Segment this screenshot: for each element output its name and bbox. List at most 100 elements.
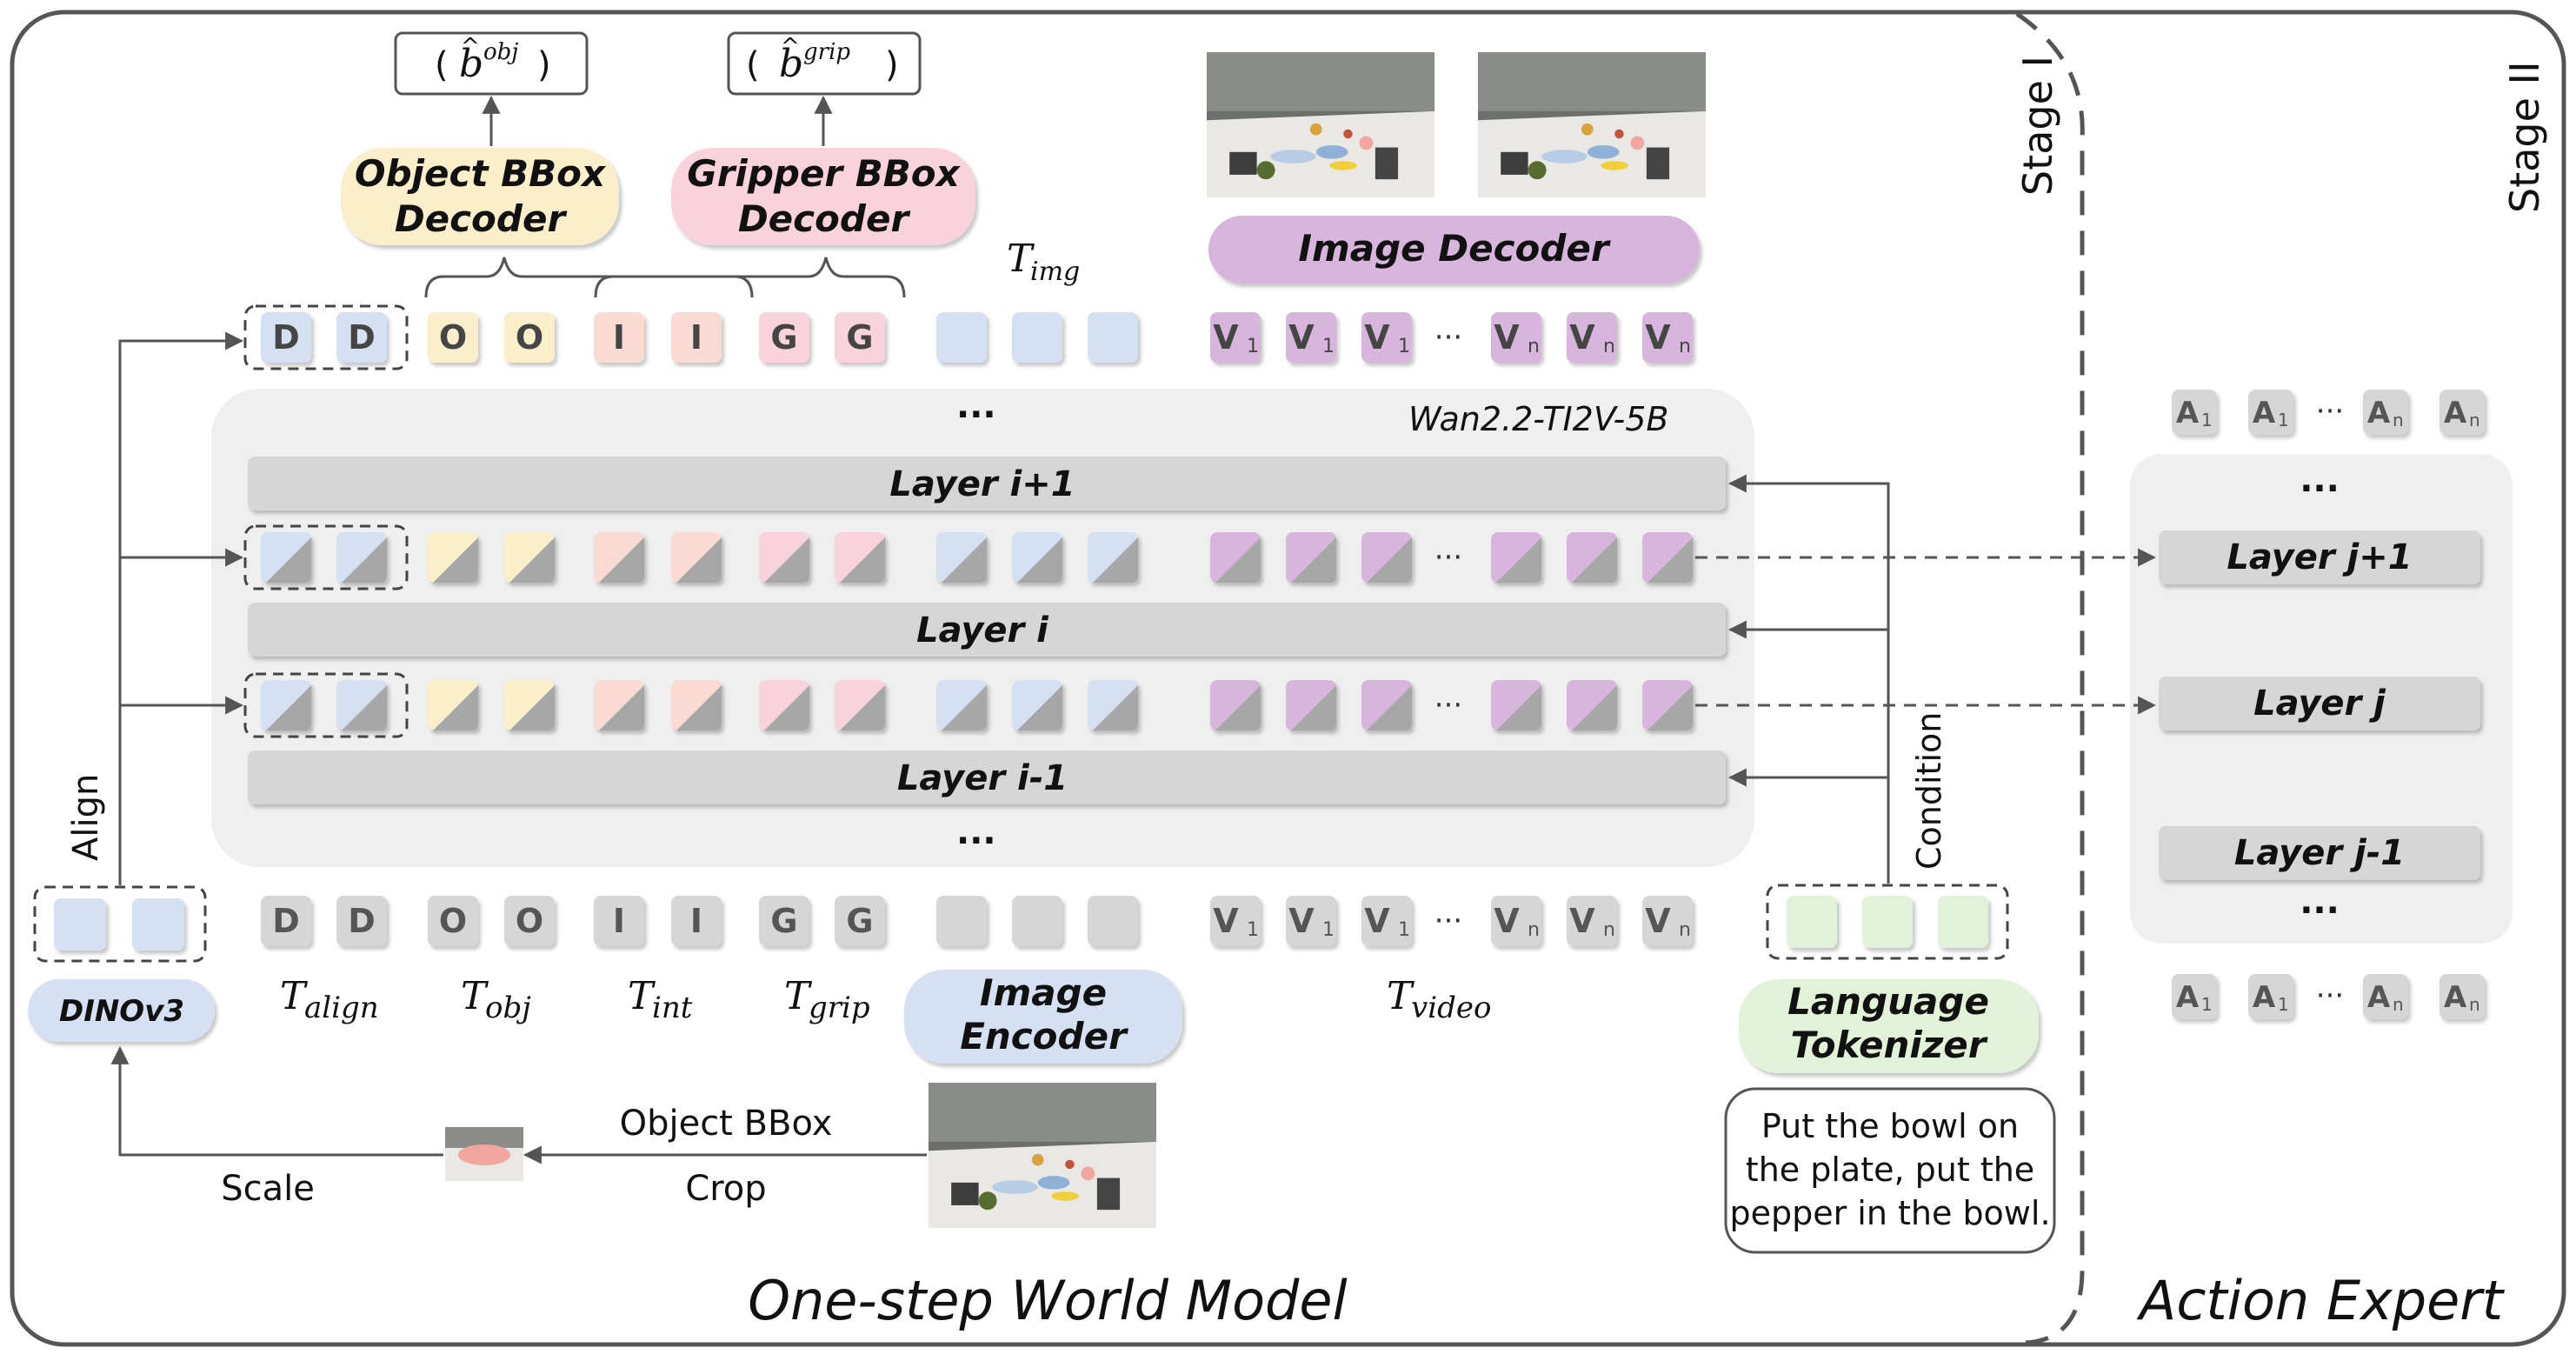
row-mid2-token-2 xyxy=(336,680,387,731)
layer-bar-mid xyxy=(248,603,1726,657)
row-top-token-1-label: D xyxy=(272,318,300,357)
row-mid1-token-9 xyxy=(936,532,987,583)
layer-top-label: Layer i+1 xyxy=(889,464,1075,504)
row-top-token-2-label: D xyxy=(348,318,376,357)
row-top-token-7: G xyxy=(759,312,809,363)
row-mid1-token-17 xyxy=(1642,532,1693,583)
layer-bar-bot xyxy=(248,751,1726,804)
action-expert-title: Action Expert xyxy=(2136,1269,2506,1332)
action-row-bot-token-1-label: A xyxy=(2176,980,2200,1015)
action-row-top-token-1-subscript: 1 xyxy=(2201,410,2213,430)
instruction-line-3: pepper in the bowl. xyxy=(1729,1194,2050,1232)
row-mid1-token-14 xyxy=(1361,532,1412,583)
svg-text:obj: obj xyxy=(485,991,531,1025)
row-bot-token-4: O xyxy=(504,896,555,946)
condition-arrow-label: Condition xyxy=(1910,712,1948,870)
gripper-bbox-decoder xyxy=(671,148,975,245)
row-top-token-15-label: V xyxy=(1494,318,1520,357)
decoded-frame-2 xyxy=(1478,52,1706,197)
action-row-top-ellipsis: ··· xyxy=(2316,394,2344,429)
row-mid2-token-5 xyxy=(594,680,644,731)
row-mid2-token-3 xyxy=(428,680,478,731)
row-bot-ellipsis: ··· xyxy=(1434,904,1462,938)
row-bot-token-1: D xyxy=(261,896,311,946)
row-top-token-6-label: I xyxy=(690,318,702,357)
row-bot-token-16-subscript: n xyxy=(1603,919,1615,941)
row-bot-token-1-label: D xyxy=(272,902,300,940)
row-mid1-token-6 xyxy=(671,532,722,583)
action-layer-mid-label: Layer j xyxy=(2253,684,2386,724)
action-layer-bot-label: Layer j-1 xyxy=(2234,833,2405,873)
row-mid1-token-1 xyxy=(261,532,311,583)
row-mid1-token-4 xyxy=(504,532,555,583)
action-row-top-token-3-label: A xyxy=(2367,396,2391,430)
instruction-box xyxy=(1724,1087,2056,1254)
row-bot-token-13-subscript: 1 xyxy=(1322,919,1335,941)
object-bbox-decoder-line1: Object BBox xyxy=(355,152,607,195)
row-bot-token-5: I xyxy=(594,896,644,946)
row-bot-token-3: O xyxy=(428,896,478,946)
dino-label: DINOv3 xyxy=(59,994,184,1029)
svg-text:grip: grip xyxy=(803,39,850,65)
row-bot-token-6: I xyxy=(671,896,722,946)
row-bot-token-12-label: V xyxy=(1213,902,1239,940)
svg-text:T: T xyxy=(1387,974,1415,1018)
stage-divider xyxy=(2015,11,2085,1345)
decoded-frame-1 xyxy=(1207,52,1434,197)
world-model-title: One-step World Model xyxy=(748,1269,1348,1332)
scale-arrow-label: Scale xyxy=(221,1169,315,1209)
object-bbox-arrow-label: Object BBox xyxy=(620,1104,833,1144)
row-mid1-token-15 xyxy=(1491,532,1541,583)
row-top-token-4-label: O xyxy=(516,318,543,357)
language-token-1 xyxy=(1787,896,1837,948)
image-encoder xyxy=(904,970,1182,1064)
row-bot-token-14-label: V xyxy=(1364,902,1390,940)
object-bbox-output xyxy=(394,31,589,96)
svg-text:align: align xyxy=(304,991,379,1025)
svg-text:b: b xyxy=(459,42,483,86)
svg-text:obj: obj xyxy=(483,39,518,65)
row-mid2-token-15 xyxy=(1491,680,1541,731)
action-row-bot-token-3-subscript: n xyxy=(2393,994,2404,1015)
image-encoder-line2: Encoder xyxy=(960,1015,1128,1057)
align-token-box-top xyxy=(243,304,409,370)
instruction-line-1: Put the bowl on xyxy=(1761,1107,2019,1145)
action-row-bot-token-4-label: A xyxy=(2444,980,2467,1015)
svg-text:T: T xyxy=(280,974,309,1018)
row-bot-token-3-label: O xyxy=(439,902,467,940)
row-bot-token-2: D xyxy=(336,896,387,946)
row-mid2-token-7 xyxy=(759,680,809,731)
row-bot-token-16-label: V xyxy=(1569,902,1595,940)
language-token-2 xyxy=(1862,896,1913,948)
image-decoder xyxy=(1208,216,1700,284)
action-row-top-token-1-label: A xyxy=(2176,396,2200,430)
row-mid1-token-10 xyxy=(1012,532,1062,583)
hidden-token-row-upper: ··· xyxy=(261,532,1693,583)
row-top-token-10 xyxy=(1012,312,1062,363)
dino-token-box xyxy=(33,885,207,963)
row-top-token-2: D xyxy=(336,312,387,363)
row-mid2-token-17 xyxy=(1642,680,1693,731)
row-mid1-token-11 xyxy=(1088,532,1138,583)
row-top-token-1: D xyxy=(261,312,311,363)
language-token-box xyxy=(1766,884,2009,960)
gripper-brace xyxy=(594,257,906,298)
object-bbox-output-formula: ( b ^ obj ) xyxy=(435,34,551,86)
row-top-token-14-subscript: 1 xyxy=(1398,336,1410,357)
